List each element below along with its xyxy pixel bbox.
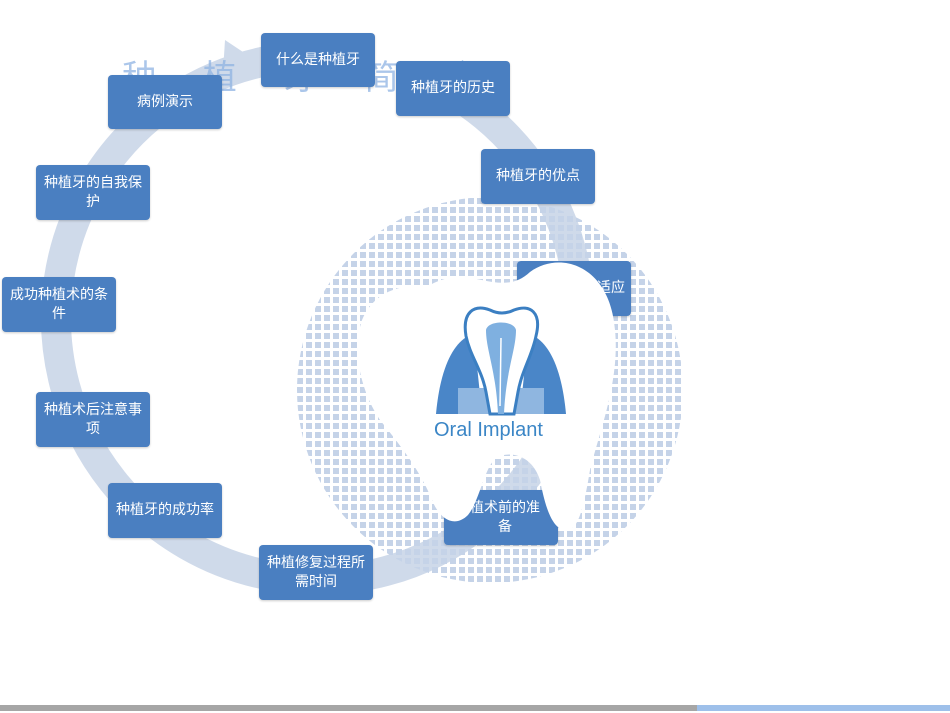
node-case-demo[interactable]: 病例演示 [108,75,222,129]
node-self-protection[interactable]: 种植牙的自我保护 [36,165,150,220]
node-postop-notes[interactable]: 种植术后注意事项 [36,392,150,447]
cycle-arrowhead [222,40,258,88]
node-implant-advantages[interactable]: 种植牙的优点 [481,149,595,204]
node-implant-history[interactable]: 种植牙的历史 [396,61,510,116]
node-success-rate[interactable]: 种植牙的成功率 [108,483,222,538]
logo-caption: Oral Implant [434,419,543,441]
footer-bar-blue [697,705,950,711]
node-what-is-implant[interactable]: 什么是种植牙 [261,33,375,87]
node-restoration-time[interactable]: 种植修复过程所需时间 [259,545,373,600]
footer-bar-gray [0,705,700,711]
node-success-conditions[interactable]: 成功种植术的条件 [2,277,116,332]
